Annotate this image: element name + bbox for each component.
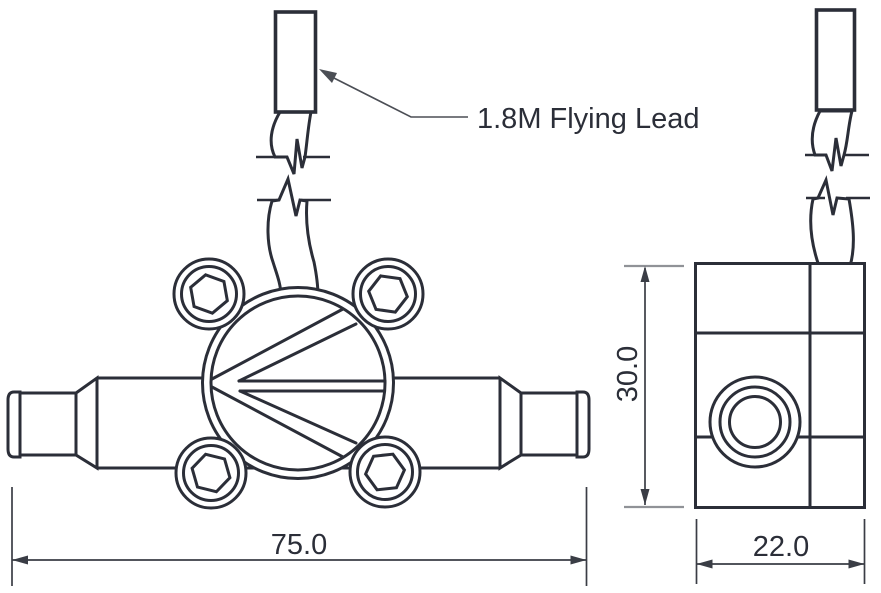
arrowhead-left-icon — [12, 555, 28, 565]
hex-socket-icon — [363, 452, 407, 492]
front-connector — [273, 10, 318, 114]
hose-barb-left — [6, 375, 99, 471]
cable-break-ticks — [805, 153, 870, 200]
screw-top-left — [172, 257, 246, 331]
front-view — [6, 10, 591, 510]
arrowhead-right-icon — [848, 559, 865, 569]
barb-right-flare — [498, 375, 523, 471]
body-inner-ring — [209, 294, 387, 472]
front-cable — [256, 110, 331, 298]
screw-bottom-left — [174, 436, 248, 510]
screw-bottom-right — [348, 435, 422, 509]
port-boss — [708, 375, 802, 469]
dimension-side-width: 22.0 — [695, 519, 866, 584]
arrowhead-right-icon — [570, 555, 587, 565]
flying-lead-label: 1.8M Flying Lead — [477, 103, 699, 135]
side-view — [694, 8, 870, 509]
dimension-side-height: 30.0 — [612, 264, 684, 509]
impeller — [210, 307, 387, 459]
side-connector — [814, 8, 857, 112]
dimension-front-width: 75.0 — [11, 487, 588, 586]
barb-left-stem — [18, 391, 78, 457]
barb-left-cap — [6, 390, 22, 459]
hex-socket-icon — [190, 452, 232, 494]
arrowhead-left-icon — [696, 559, 713, 569]
front-width-value: 75.0 — [271, 529, 327, 561]
barb-right-cap — [575, 390, 591, 459]
front-cable-upper — [269, 110, 313, 175]
leader-line — [323, 72, 468, 118]
flying-lead-annotation: 1.8M Flying Lead — [319, 69, 699, 135]
hose-barb-right — [498, 375, 591, 471]
side-cable-upper — [810, 109, 854, 172]
arrowhead-down-icon — [640, 489, 650, 505]
side-cable-lower — [809, 175, 855, 268]
side-height-value: 30.0 — [612, 346, 644, 402]
sensor-body — [201, 286, 395, 480]
screw-top-right — [351, 257, 425, 331]
leader-arrowhead-icon — [319, 69, 337, 83]
side-cable — [805, 109, 870, 268]
side-width-value: 22.0 — [753, 531, 809, 563]
barb-right-stem — [519, 391, 579, 457]
hex-socket-icon — [366, 274, 410, 314]
hex-socket-icon — [189, 273, 229, 315]
front-cable-lower — [266, 174, 320, 298]
barb-left-flare — [74, 375, 99, 471]
arrowhead-up-icon — [640, 266, 650, 282]
cable-break-ticks — [256, 155, 331, 202]
